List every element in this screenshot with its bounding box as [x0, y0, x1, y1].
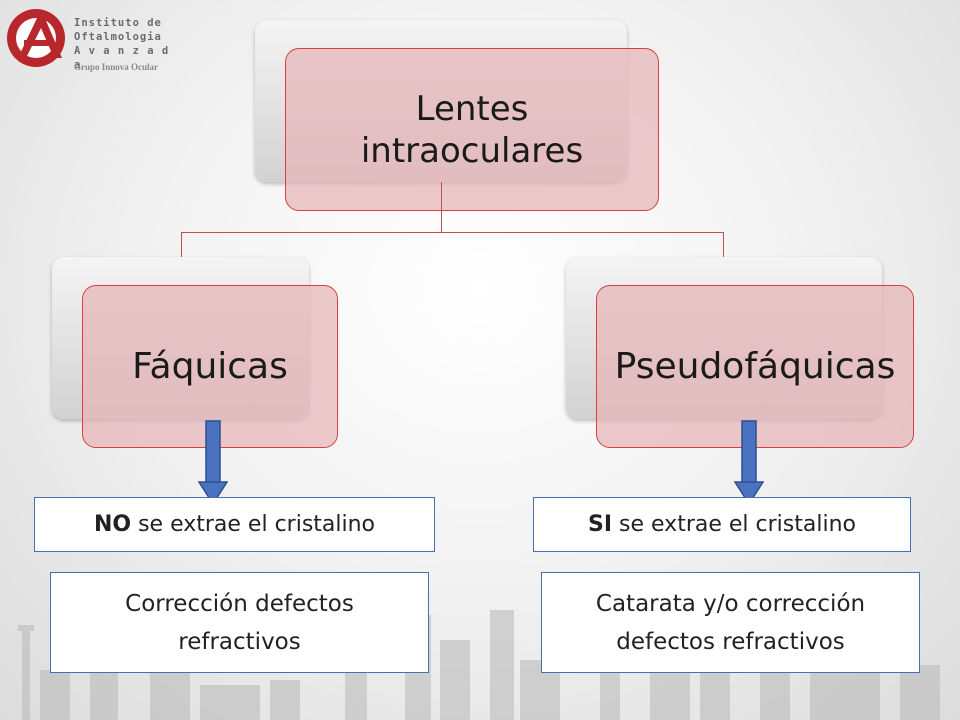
left-connector-vertical	[181, 232, 182, 258]
root-node-label: Lentes intraoculares	[360, 88, 584, 171]
institute-logo: Instituto de Oftalmologia A v a n z a d …	[0, 4, 170, 74]
left-node-label: Fáquicas	[132, 346, 288, 387]
right-result-box: SI se extrae el cristalino	[533, 497, 911, 552]
right-down-arrow-icon	[733, 420, 765, 506]
logo-mark-icon	[7, 9, 65, 67]
left-note-box: Corrección defectos refractivos	[50, 572, 429, 673]
root-node: Lentes intraoculares	[285, 48, 659, 211]
right-result-emphasis: SI	[588, 512, 613, 537]
logo-subtitle: Grupo Innova Ocular	[74, 62, 159, 72]
right-note-box: Catarata y/o corrección defectos refract…	[541, 572, 920, 673]
right-result-text: se extrae el cristalino	[612, 512, 856, 537]
branch-connector-horizontal	[181, 232, 724, 233]
left-result-box: NO se extrae el cristalino	[34, 497, 435, 552]
logo-line-1: Instituto de	[74, 17, 162, 29]
right-node-label: Pseudofáquicas	[614, 346, 896, 387]
right-connector-vertical	[723, 232, 724, 258]
right-note-text: Catarata y/o corrección defectos refract…	[595, 590, 866, 655]
left-down-arrow-icon	[197, 420, 229, 506]
logo-line-2: Oftalmologia	[74, 31, 162, 43]
right-node-pseudofaquicas: Pseudofáquicas	[596, 285, 914, 448]
left-result-text: se extrae el cristalino	[131, 512, 376, 537]
left-note-text: Corrección defectos refractivos	[125, 590, 354, 655]
logo-text: Instituto de Oftalmologia A v a n z a d …	[74, 16, 170, 72]
root-connector-vertical	[441, 182, 442, 232]
left-result-emphasis: NO	[93, 512, 132, 537]
logo-line-3: A v a n z a d a	[74, 45, 170, 71]
